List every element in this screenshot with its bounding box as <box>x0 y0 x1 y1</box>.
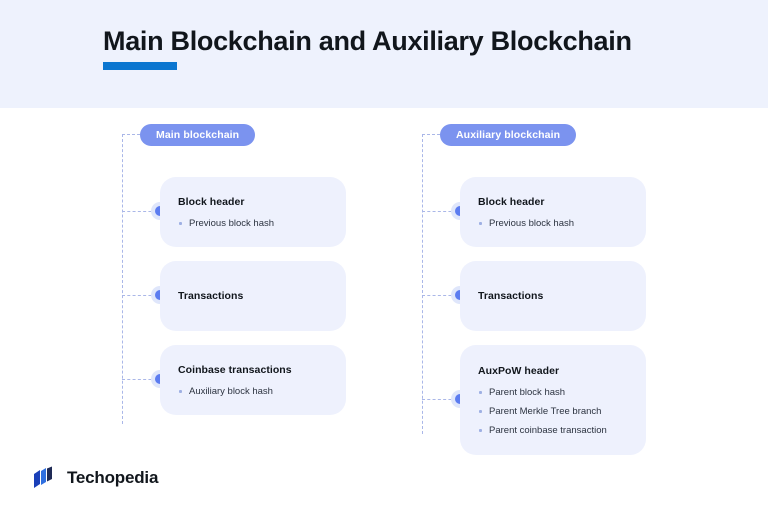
connector-branch <box>122 295 162 296</box>
list-item: Parent Merkle Tree branch <box>478 406 628 417</box>
card-bullet-list: Previous block hash <box>178 210 328 229</box>
column-main-blockchain: Main blockchain Block header Previous bl… <box>100 108 460 510</box>
brand-name: Techopedia <box>67 468 159 487</box>
list-item: Previous block hash <box>178 218 328 229</box>
connector-spine <box>422 134 423 434</box>
card-transactions[interactable]: Transactions <box>460 261 646 331</box>
card-title: Coinbase transactions <box>178 363 292 376</box>
page-title: Main Blockchain and Auxiliary Blockchain <box>103 26 632 56</box>
badge-auxiliary-blockchain[interactable]: Auxiliary blockchain <box>440 124 577 146</box>
card-title: Transactions <box>478 290 544 302</box>
card-title: AuxPoW header <box>478 364 560 377</box>
title-accent-bar <box>103 62 177 70</box>
card-coinbase-transactions[interactable]: Coinbase transactions Auxiliary block ha… <box>160 345 346 415</box>
list-item: Auxiliary block hash <box>178 386 328 397</box>
list-item: Parent coinbase transaction <box>478 425 628 436</box>
list-item: Parent block hash <box>478 387 628 398</box>
header-band: Main Blockchain and Auxiliary Blockchain <box>0 0 768 108</box>
column-auxiliary-blockchain: Auxiliary blockchain Block header Previo… <box>400 108 760 510</box>
badge-main-blockchain[interactable]: Main blockchain <box>140 124 256 146</box>
card-transactions[interactable]: Transactions <box>160 261 346 331</box>
card-title: Transactions <box>178 290 244 302</box>
list-item: Previous block hash <box>478 218 628 229</box>
footer-logo[interactable]: Techopedia <box>32 465 158 491</box>
connector-badge-stub <box>122 134 140 135</box>
card-title: Block header <box>178 195 245 208</box>
connector-branch <box>422 295 462 296</box>
connector-spine <box>122 134 123 424</box>
connector-badge-stub <box>422 134 440 135</box>
connector-branch <box>122 379 162 380</box>
card-bullet-list: Previous block hash <box>478 210 628 229</box>
connector-branch <box>422 399 462 400</box>
connector-branch <box>422 211 462 212</box>
card-block-header[interactable]: Block header Previous block hash <box>160 177 346 247</box>
card-title: Block header <box>478 195 545 208</box>
card-bullet-list: Parent block hash Parent Merkle Tree bra… <box>478 379 628 436</box>
card-auxpow-header[interactable]: AuxPoW header Parent block hash Parent M… <box>460 345 646 455</box>
diagram-canvas: Main blockchain Block header Previous bl… <box>0 108 768 510</box>
card-block-header[interactable]: Block header Previous block hash <box>460 177 646 247</box>
card-bullet-list: Auxiliary block hash <box>178 378 328 397</box>
techopedia-logo-icon <box>32 465 58 491</box>
connector-branch <box>122 211 162 212</box>
